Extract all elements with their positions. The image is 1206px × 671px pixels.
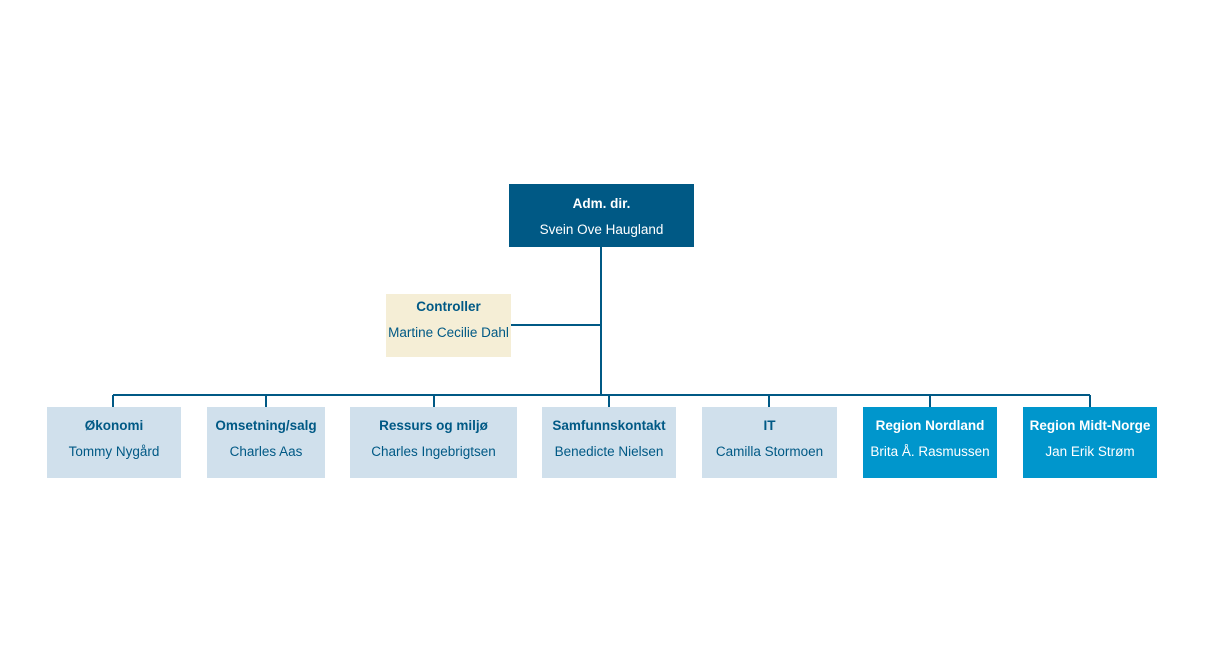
node-person: Benedicte Nielsen: [554, 444, 664, 459]
org-node-ressurs-og-miljo: Ressurs og miljø Charles Ingebrigtsen: [350, 407, 517, 478]
org-node-adm-dir: Adm. dir. Svein Ove Haugland: [509, 184, 694, 247]
org-node-okonomi: Økonomi Tommy Nygård: [47, 407, 181, 478]
node-title: Økonomi: [84, 418, 144, 433]
node-person: Camilla Stormoen: [715, 444, 824, 459]
node-title: Region Midt-Norge: [1029, 418, 1151, 433]
org-node-samfunnskontakt: Samfunnskontakt Benedicte Nielsen: [542, 407, 676, 478]
node-person: Martine Cecilie Dahl: [388, 325, 509, 340]
node-person: Jan Erik Strøm: [1045, 444, 1135, 459]
node-title: Controller: [416, 299, 481, 314]
node-title: Adm. dir.: [572, 196, 631, 211]
node-person: Tommy Nygård: [68, 444, 160, 459]
org-node-it: IT Camilla Stormoen: [702, 407, 837, 478]
node-title: Samfunnskontakt: [552, 418, 666, 433]
node-title: Ressurs og miljø: [379, 418, 488, 433]
node-person: Svein Ove Haugland: [539, 222, 664, 237]
org-node-controller: Controller Martine Cecilie Dahl: [386, 294, 511, 357]
org-node-region-nordland: Region Nordland Brita Å. Rasmussen: [863, 407, 997, 478]
org-node-omsetning-salg: Omsetning/salg Charles Aas: [207, 407, 325, 478]
node-person: Brita Å. Rasmussen: [870, 444, 990, 459]
node-person: Charles Ingebrigtsen: [371, 444, 496, 459]
org-node-region-midt-norge: Region Midt-Norge Jan Erik Strøm: [1023, 407, 1157, 478]
node-title: Region Nordland: [875, 418, 985, 433]
node-person: Charles Aas: [229, 444, 303, 459]
node-title: IT: [763, 418, 776, 433]
node-title: Omsetning/salg: [215, 418, 317, 433]
